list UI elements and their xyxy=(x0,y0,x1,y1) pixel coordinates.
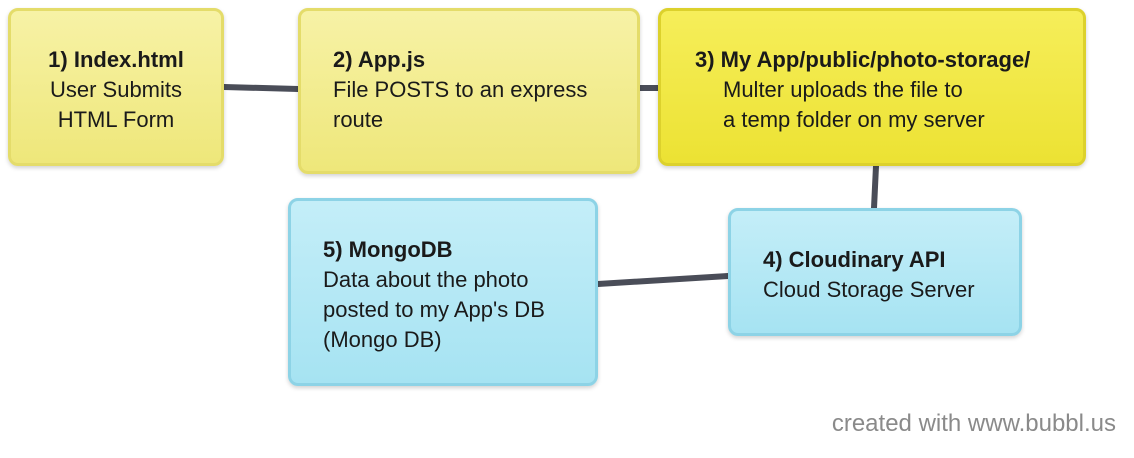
node-index-html[interactable]: 1) Index.html User Submits HTML Form xyxy=(8,8,224,166)
node-text-line: HTML Form xyxy=(57,107,175,132)
node-app-js[interactable]: 2) App.js File POSTS to an express route xyxy=(298,8,640,174)
node-photo-storage[interactable]: 3) My App/public/photo-storage/ Multer u… xyxy=(658,8,1086,166)
node-text-line: (Mongo DB) xyxy=(323,327,442,352)
node-title: 4) Cloudinary API xyxy=(763,247,946,272)
connector-4-5 xyxy=(595,273,731,287)
node-text-line: Multer uploads the file to xyxy=(723,77,963,102)
node-text-line: Data about the photo xyxy=(323,267,529,292)
node-text-line: a temp folder on my server xyxy=(723,107,985,132)
credit-text: created with www.bubbl.us xyxy=(831,410,1116,437)
node-title: 3) My App/public/photo-storage/ xyxy=(695,47,1031,72)
node-title: 1) Index.html xyxy=(48,47,184,72)
node-text-line: File POSTS to an express xyxy=(333,77,588,102)
node-text-line: posted to my App's DB xyxy=(323,297,545,322)
node-text-line: route xyxy=(333,107,384,132)
connector-1-2 xyxy=(221,84,301,92)
node-title: 2) App.js xyxy=(333,47,426,72)
node-title: 5) MongoDB xyxy=(323,237,453,262)
node-text-line: Cloud Storage Server xyxy=(763,277,975,302)
node-text-line: User Submits xyxy=(49,77,183,102)
node-cloudinary-api[interactable]: 4) Cloudinary API Cloud Storage Server xyxy=(728,208,1022,336)
connector-3-4 xyxy=(871,163,879,211)
node-mongodb[interactable]: 5) MongoDB Data about the photo posted t… xyxy=(288,198,598,386)
